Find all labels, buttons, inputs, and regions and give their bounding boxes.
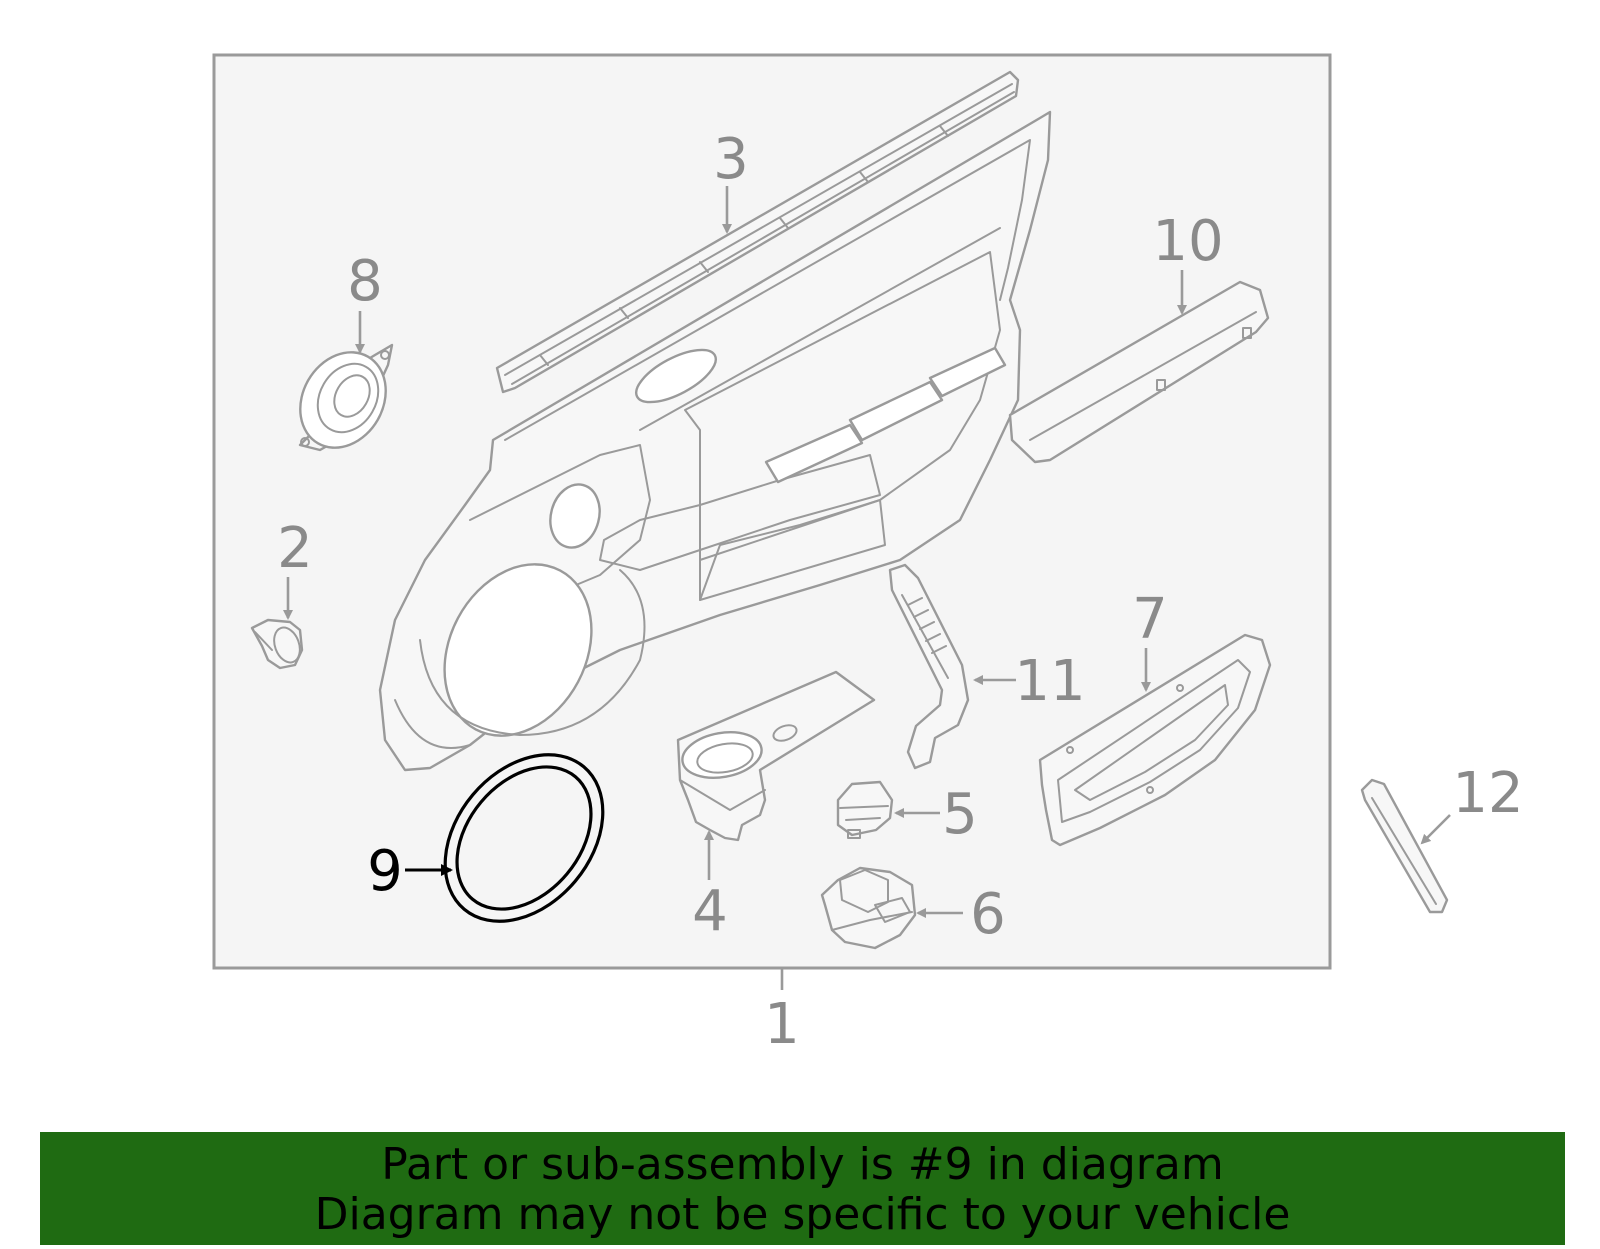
part-3-belt-molding[interactable]	[495, 70, 1020, 394]
part-6-window-switch[interactable]	[820, 866, 917, 950]
callout-1: 1	[764, 992, 800, 1057]
part-11-pull-handle[interactable]	[888, 563, 970, 770]
part-9-seal-ring[interactable]	[413, 724, 635, 953]
callout-3: 3	[713, 127, 749, 192]
callout-11: 11	[1014, 649, 1085, 714]
callout-8: 8	[347, 249, 383, 314]
info-banner: Part or sub-assembly is #9 in diagram Di…	[40, 1132, 1565, 1245]
part-7-bezel[interactable]	[1038, 633, 1272, 847]
parts-diagram: 1 2 3 4 5 6 7 8 9 10 11 12	[212, 53, 1524, 1057]
callout-5: 5	[942, 782, 978, 847]
part-12-trim-piece[interactable]	[1360, 778, 1449, 914]
callout-9-highlighted[interactable]: 9	[367, 839, 403, 904]
part-8-speaker[interactable]	[283, 337, 402, 464]
callout-12: 12	[1452, 761, 1523, 826]
callout-10: 10	[1152, 209, 1223, 274]
part-1-door-trim-panel[interactable]	[378, 110, 1052, 772]
part-5-switch[interactable]	[836, 780, 894, 839]
callout-2: 2	[277, 516, 313, 581]
callout-6: 6	[970, 882, 1006, 947]
callout-4: 4	[692, 879, 728, 944]
part-10-armrest[interactable]	[1008, 280, 1270, 464]
callout-7: 7	[1132, 587, 1168, 652]
banner-line-1: Part or sub-assembly is #9 in diagram	[381, 1139, 1224, 1190]
leader-lines	[283, 186, 1451, 990]
banner-line-2: Diagram may not be specific to your vehi…	[314, 1189, 1291, 1240]
part-4-cup-holder[interactable]	[676, 670, 876, 842]
part-2-clip[interactable]	[250, 618, 304, 670]
